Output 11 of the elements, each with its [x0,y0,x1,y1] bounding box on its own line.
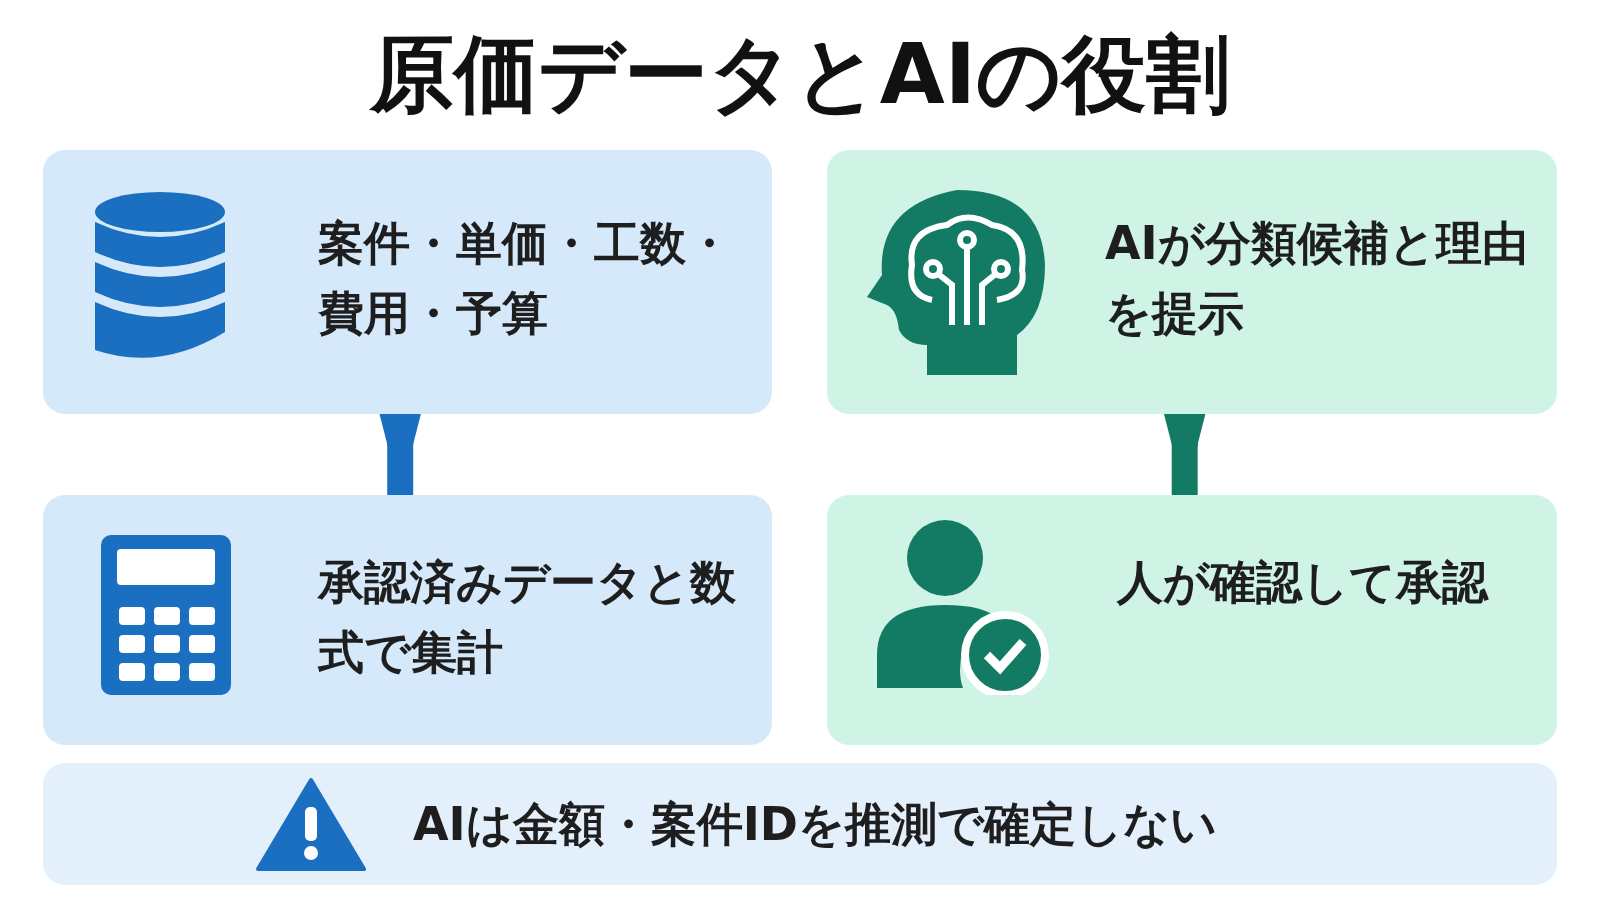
step-text: 案件・単価・工数・費用・予算 [318,215,733,342]
step-card [827,495,1557,745]
step-card [43,495,772,745]
step-text: AIが分類候補と理由を提示 [1105,215,1529,342]
warning-text: AIは金額・案件IDを推測で確定しない [413,796,1218,853]
note-banner [43,763,1557,885]
step-text: 承認済みデータと数式で集計 [318,554,737,681]
step-text: 人が確認して承認 [1117,554,1490,611]
title: 原価データとAIの役割 [368,24,1232,125]
step-card [827,150,1557,414]
step-card [43,150,772,414]
